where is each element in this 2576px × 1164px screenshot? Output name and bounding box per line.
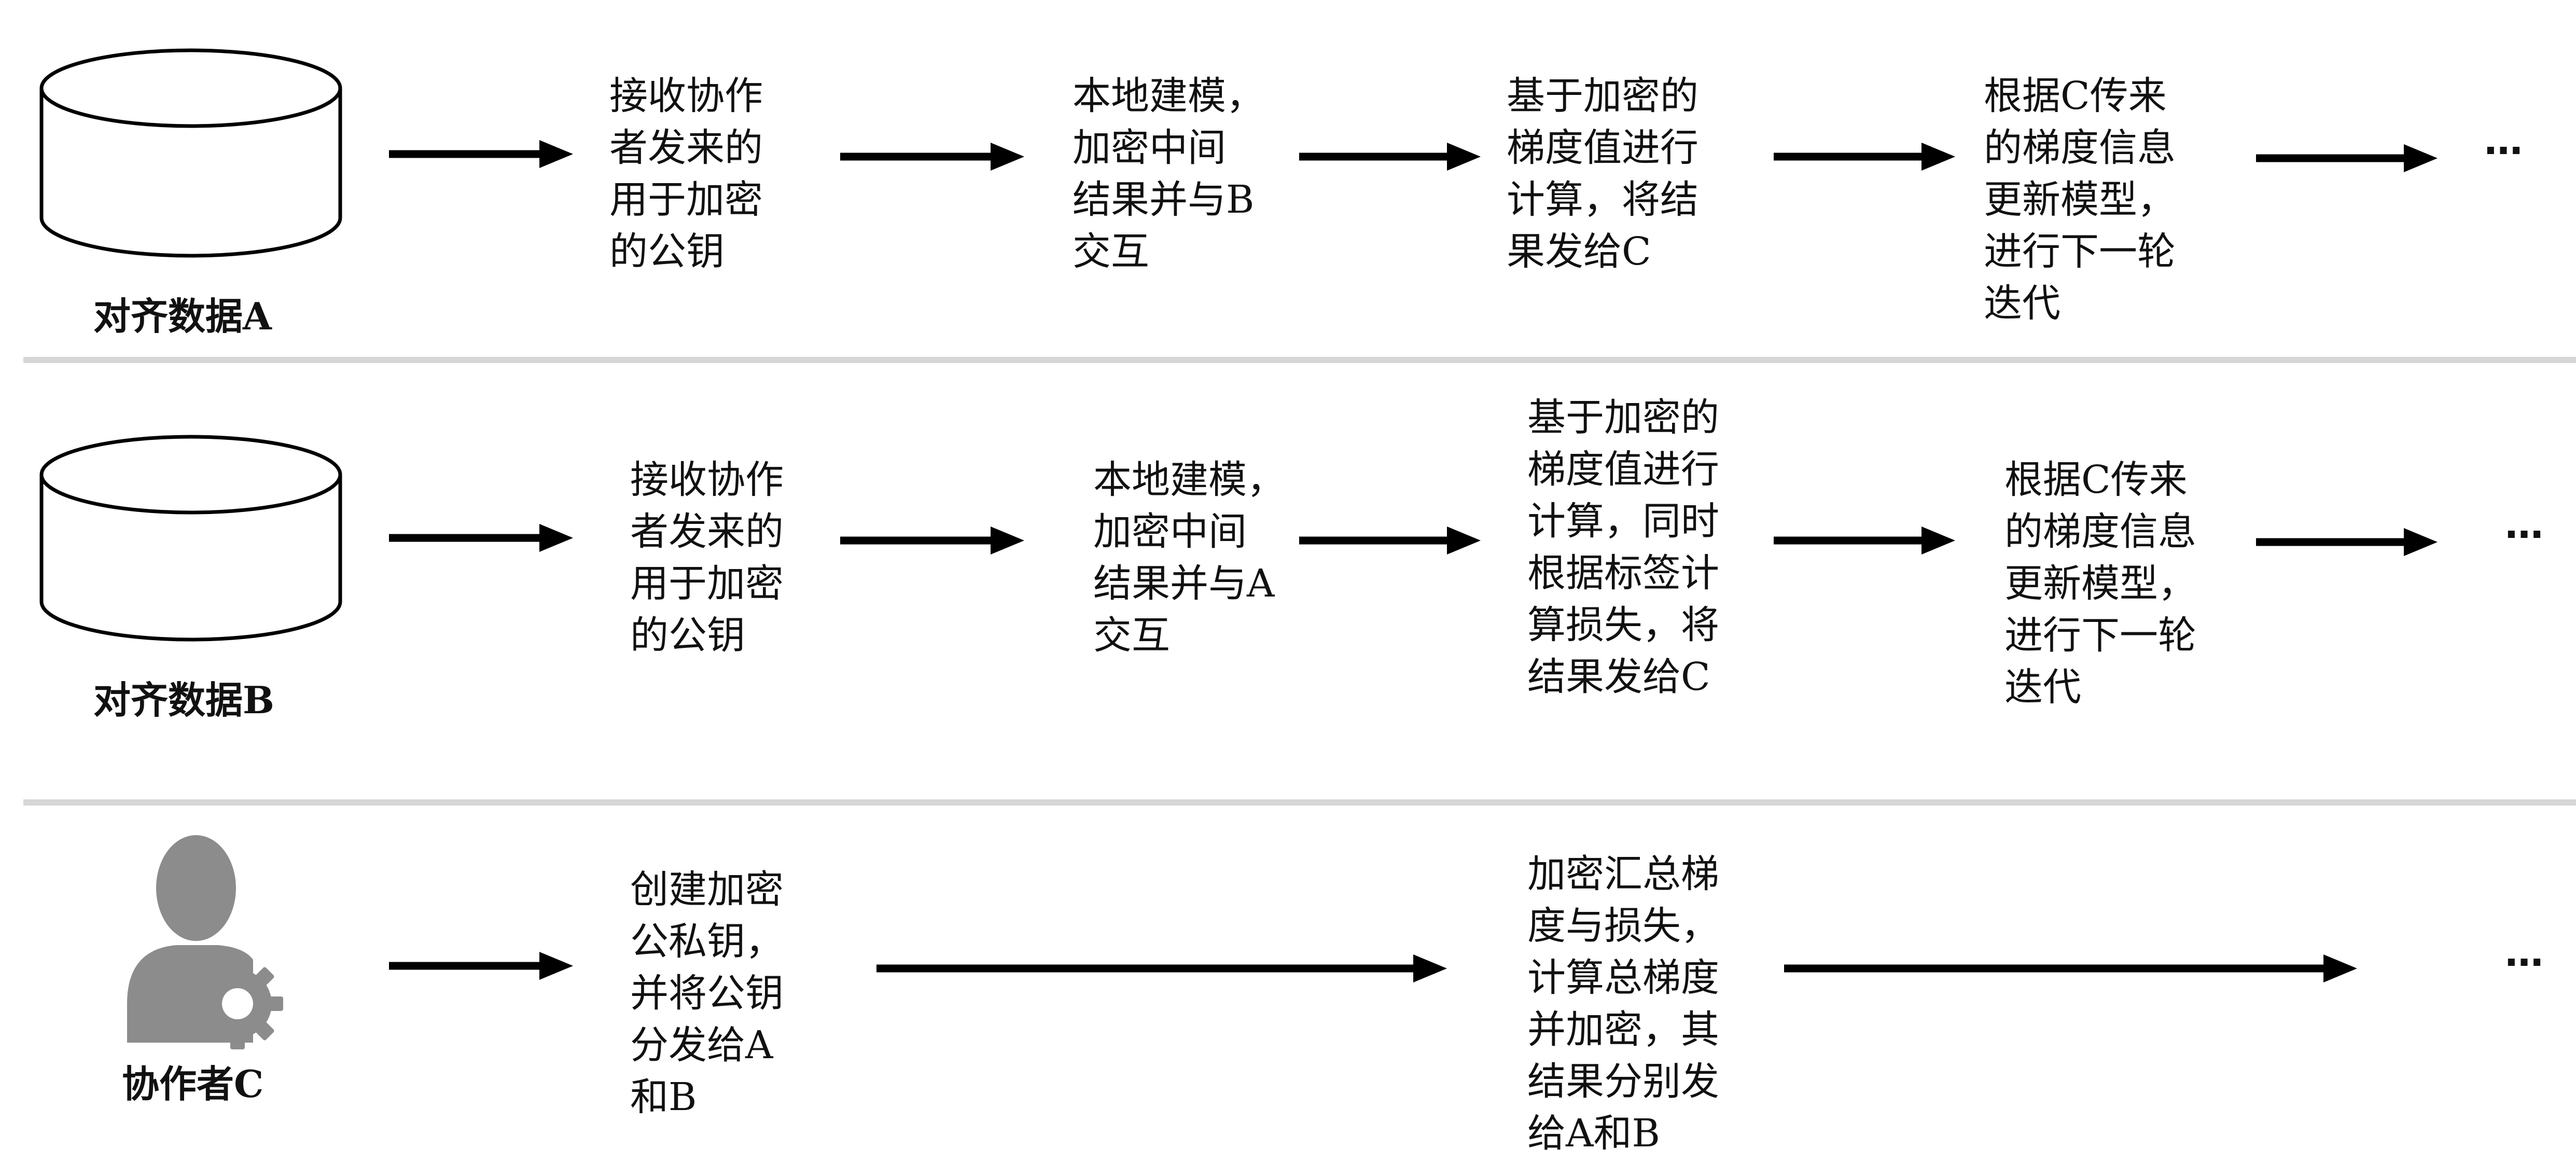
row-separator — [23, 357, 2576, 363]
step-line: 根据C传来 — [2004, 458, 2188, 502]
step-text: 加密汇总梯 度与损失， 计算总梯度 并加密，其 结果分别发 给A和B — [1527, 848, 1719, 1159]
step-line: 根据标签计 — [1527, 551, 1719, 595]
step-line: 接收协作 — [630, 458, 784, 502]
step-text: 基于加密的 梯度值进行 计算，同时 根据标签计 算损失，将 结果发给C — [1527, 392, 1719, 703]
step-line: 交互 — [1073, 229, 1149, 274]
step-line: 本地建模， — [1093, 458, 1285, 502]
step-line: 迭代 — [1984, 281, 2060, 326]
step-line: 计算总梯度 — [1527, 955, 1719, 1000]
step-line: 用于加密 — [609, 177, 763, 222]
step-line: 进行下一轮 — [2004, 613, 2196, 658]
step-text: 根据C传来 的梯度信息 更新模型， 进行下一轮 迭代 — [2004, 454, 2196, 713]
user-gear-icon — [127, 835, 283, 1049]
flow-arrow — [2256, 144, 2438, 172]
step-line: 结果并与A — [1093, 561, 1275, 606]
step-line: 结果发给C — [1527, 655, 1710, 699]
step-text: 接收协作 者发来的 用于加密 的公钥 — [609, 70, 763, 278]
step-text: 根据C传来 的梯度信息 更新模型， 进行下一轮 迭代 — [1984, 70, 2176, 329]
step-line: 进行下一轮 — [1984, 229, 2176, 274]
step-line: 结果并与B — [1073, 177, 1255, 222]
step-line: 算损失，将 — [1527, 603, 1719, 647]
flow-arrow — [389, 524, 573, 552]
continuation-ellipsis: … — [2505, 931, 2543, 975]
step-line: 的公钥 — [609, 229, 725, 274]
step-line: 的梯度信息 — [2004, 509, 2196, 554]
continuation-ellipsis: … — [2505, 503, 2543, 547]
step-line: 用于加密 — [630, 561, 784, 606]
flow-arrow — [1784, 954, 2357, 982]
step-text: 接收协作 者发来的 用于加密 的公钥 — [630, 454, 784, 661]
step-line: 计算，将结 — [1507, 177, 1698, 222]
continuation-ellipsis: … — [2484, 119, 2523, 163]
step-line: 交互 — [1093, 613, 1170, 658]
step-line: 梯度值进行 — [1527, 447, 1719, 492]
flow-arrow — [876, 954, 1447, 982]
step-line: 本地建模， — [1073, 74, 1264, 118]
step-line: 接收协作 — [609, 74, 763, 118]
step-line: 加密中间 — [1073, 126, 1226, 170]
flow-arrow — [840, 526, 1024, 555]
step-line: 根据C传来 — [1984, 74, 2167, 118]
row-separator — [23, 799, 2576, 806]
flow-arrow — [1299, 526, 1481, 555]
flow-arrow — [2256, 528, 2438, 556]
step-line: 基于加密的 — [1507, 74, 1698, 118]
flow-arrow — [1774, 143, 1955, 171]
flow-arrow — [1774, 526, 1955, 555]
step-line: 结果分别发 — [1527, 1059, 1719, 1104]
party-label-b: 对齐数据B — [93, 678, 274, 722]
step-line: 的梯度信息 — [1984, 126, 2176, 170]
step-line: 加密中间 — [1093, 509, 1247, 554]
step-line: 更新模型， — [1984, 177, 2176, 222]
step-line: 分发给A — [630, 1023, 773, 1068]
step-line: 并将公钥 — [630, 971, 784, 1016]
step-line: 者发来的 — [630, 509, 784, 554]
flow-arrow — [1299, 143, 1481, 171]
step-line: 基于加密的 — [1527, 395, 1719, 440]
flow-arrow — [389, 952, 573, 980]
step-line: 和B — [630, 1075, 697, 1119]
step-text: 本地建模， 加密中间 结果并与A 交互 — [1093, 454, 1285, 661]
step-line: 并加密，其 — [1527, 1007, 1719, 1052]
party-label-c: 协作者C — [122, 1062, 264, 1106]
database-icon — [39, 48, 342, 258]
database-icon — [39, 435, 342, 642]
step-line: 度与损失， — [1527, 904, 1719, 948]
party-label-a: 对齐数据A — [93, 294, 272, 338]
step-line: 计算，同时 — [1527, 499, 1719, 544]
step-line: 更新模型， — [2004, 561, 2196, 606]
step-line: 创建加密 — [630, 867, 784, 912]
step-line: 给A和B — [1527, 1111, 1660, 1156]
step-line: 果发给C — [1507, 229, 1651, 274]
flow-arrow — [840, 143, 1024, 171]
step-line: 者发来的 — [609, 126, 763, 170]
step-text: 本地建模， 加密中间 结果并与B 交互 — [1073, 70, 1264, 278]
step-text: 基于加密的 梯度值进行 计算，将结 果发给C — [1507, 70, 1698, 278]
step-line: 迭代 — [2004, 665, 2081, 710]
step-line: 的公钥 — [630, 613, 745, 658]
flow-arrow — [389, 140, 573, 168]
step-line: 加密汇总梯 — [1527, 852, 1719, 896]
step-line: 梯度值进行 — [1507, 126, 1698, 170]
step-text: 创建加密 公私钥， 并将公钥 分发给A 和B — [630, 864, 784, 1123]
step-line: 公私钥， — [630, 919, 784, 964]
